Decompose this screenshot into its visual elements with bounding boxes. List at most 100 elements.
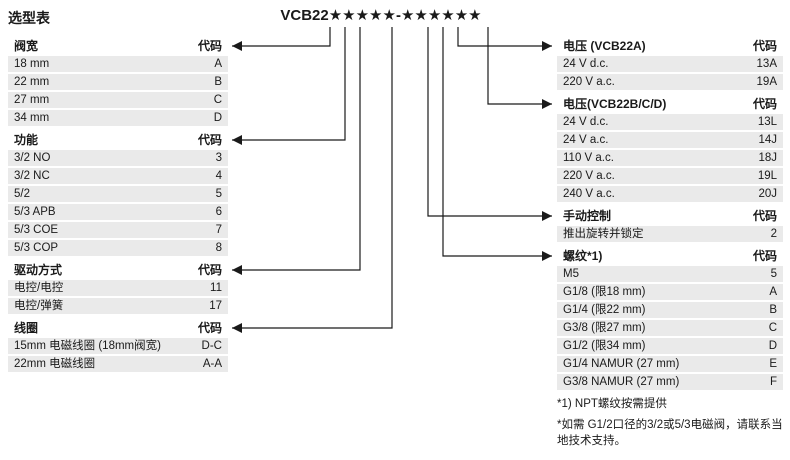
row-code: D-C — [201, 340, 222, 352]
row-label: 27 mm — [14, 94, 50, 106]
table-header-label: 功能 — [14, 133, 39, 147]
row-label: 15mm 电磁线圈 (18mm阀宽) — [14, 340, 161, 352]
row-label: 220 V a.c. — [563, 76, 615, 88]
connector-voltage-a — [457, 27, 552, 51]
table-row: 15mm 电磁线圈 (18mm阀宽) D-C — [8, 338, 228, 354]
row-code: B — [214, 76, 222, 88]
row-label: 电控/电控 — [14, 282, 64, 294]
table-header-label: 阀宽 — [14, 39, 39, 53]
table-header-code: 代码 — [197, 39, 222, 53]
table-row: 5/3 APB 6 — [8, 204, 228, 220]
table-header-label: 手动控制 — [563, 209, 612, 223]
row-label: 24 V d.c. — [563, 58, 609, 70]
table-row: 电控/弹簧 17 — [8, 298, 228, 314]
row-label: 5/2 — [14, 188, 30, 200]
table-header-code: 代码 — [752, 249, 777, 263]
table-header: 功能 代码 — [8, 132, 228, 148]
row-label: 240 V a.c. — [563, 188, 615, 200]
table-header-label: 电压(VCB22B/C/D) — [563, 97, 667, 111]
row-label: G3/8 (限27 mm) — [563, 322, 646, 334]
row-label: 5/3 COE — [14, 224, 59, 236]
voltage-vcb22a-table: 电压 (VCB22A) 代码 24 V d.c. 13A 220 V a.c. … — [557, 38, 783, 92]
row-code: 19L — [757, 170, 777, 182]
coil-table: 线圈 代码 15mm 电磁线圈 (18mm阀宽) D-C 22mm 电磁线圈 A… — [8, 320, 228, 374]
row-label: 3/2 NC — [14, 170, 50, 182]
row-code: E — [769, 358, 777, 370]
table-header: 线圈 代码 — [8, 320, 228, 336]
row-code: 13L — [757, 116, 777, 128]
row-code: F — [769, 376, 777, 388]
page-title: 选型表 — [8, 10, 50, 26]
table-header: 驱动方式 代码 — [8, 262, 228, 278]
connector-actuation — [232, 27, 361, 275]
table-row: 推出旋转并锁定 2 — [557, 226, 783, 242]
row-code: 6 — [215, 206, 222, 218]
row-label: G1/4 NAMUR (27 mm) — [563, 358, 680, 370]
row-label: 220 V a.c. — [563, 170, 615, 182]
row-label: 5/3 APB — [14, 206, 56, 218]
right-column: 电压 (VCB22A) 代码 24 V d.c. 13A 220 V a.c. … — [557, 38, 783, 454]
row-code: 13A — [756, 58, 777, 70]
table-header-code: 代码 — [752, 97, 777, 111]
table-row: 220 V a.c. 19L — [557, 168, 783, 184]
row-label: 22 mm — [14, 76, 50, 88]
row-code: 18J — [758, 152, 777, 164]
table-row: G1/4 NAMUR (27 mm) E — [557, 356, 783, 372]
row-code: 17 — [209, 300, 222, 312]
table-header-code: 代码 — [197, 133, 222, 147]
row-label: 24 V a.c. — [563, 134, 609, 146]
valve-width-table: 阀宽 代码 18 mm A 22 mm B 27 mm C 34 mm D — [8, 38, 228, 128]
row-code: A — [769, 286, 777, 298]
row-label: 推出旋转并锁定 — [563, 228, 644, 240]
table-row: G1/2 (限34 mm) D — [557, 338, 783, 354]
table-row: 18 mm A — [8, 56, 228, 72]
row-label: 22mm 电磁线圈 — [14, 358, 96, 370]
row-label: M5 — [563, 268, 579, 280]
table-row: 110 V a.c. 18J — [557, 150, 783, 166]
row-code: A-A — [202, 358, 222, 370]
table-row: 24 V a.c. 14J — [557, 132, 783, 148]
table-row: 5/3 COP 8 — [8, 240, 228, 256]
row-code: D — [213, 112, 222, 124]
table-header-code: 代码 — [752, 209, 777, 223]
table-header: 手动控制 代码 — [557, 208, 783, 224]
actuation-table: 驱动方式 代码 电控/电控 11 电控/弹簧 17 — [8, 262, 228, 316]
function-table: 功能 代码 3/2 NO 3 3/2 NC 4 5/2 5 5/3 APB 6 … — [8, 132, 228, 258]
row-label: 34 mm — [14, 112, 50, 124]
table-row: 5/3 COE 7 — [8, 222, 228, 238]
row-label: 24 V d.c. — [563, 116, 609, 128]
table-header-label: 电压 (VCB22A) — [563, 39, 646, 53]
row-label: 110 V a.c. — [563, 152, 614, 164]
row-label: 电控/弹簧 — [14, 300, 64, 312]
row-code: 7 — [215, 224, 222, 236]
table-row: 34 mm D — [8, 110, 228, 126]
footnote-contact-support: *如需 G1/2口径的3/2或5/3电磁阀，请联系当地技术支持。 — [557, 418, 783, 448]
row-code: 8 — [215, 242, 222, 254]
table-header-label: 线圈 — [14, 321, 39, 335]
connector-function — [232, 27, 346, 145]
table-row: 27 mm C — [8, 92, 228, 108]
table-header: 螺纹*1) 代码 — [557, 248, 783, 264]
row-label: 18 mm — [14, 58, 50, 70]
table-header-code: 代码 — [197, 263, 222, 277]
table-row: 电控/电控 11 — [8, 280, 228, 296]
row-label: 5/3 COP — [14, 242, 59, 254]
row-label: G1/4 (限22 mm) — [563, 304, 646, 316]
voltage-vcb22bcd-table: 电压(VCB22B/C/D) 代码 24 V d.c. 13L 24 V a.c… — [557, 96, 783, 204]
table-row: 3/2 NC 4 — [8, 168, 228, 184]
row-code: 5 — [770, 268, 777, 280]
model-code-title: VCB22★★★★★-★★★★★★ — [280, 7, 482, 24]
table-row: G1/4 (限22 mm) B — [557, 302, 783, 318]
row-code: 4 — [215, 170, 222, 182]
row-code: 11 — [210, 282, 222, 294]
footnote-npt: *1) NPT螺纹按需提供 — [557, 398, 667, 410]
table-row: 5/2 5 — [8, 186, 228, 202]
row-label: G3/8 NAMUR (27 mm) — [563, 376, 680, 388]
connector-manual-override — [427, 27, 552, 221]
row-code: 20J — [758, 188, 777, 200]
row-code: C — [213, 94, 222, 106]
row-label: 3/2 NO — [14, 152, 51, 164]
row-code: D — [768, 340, 777, 352]
row-code: 14J — [758, 134, 777, 146]
